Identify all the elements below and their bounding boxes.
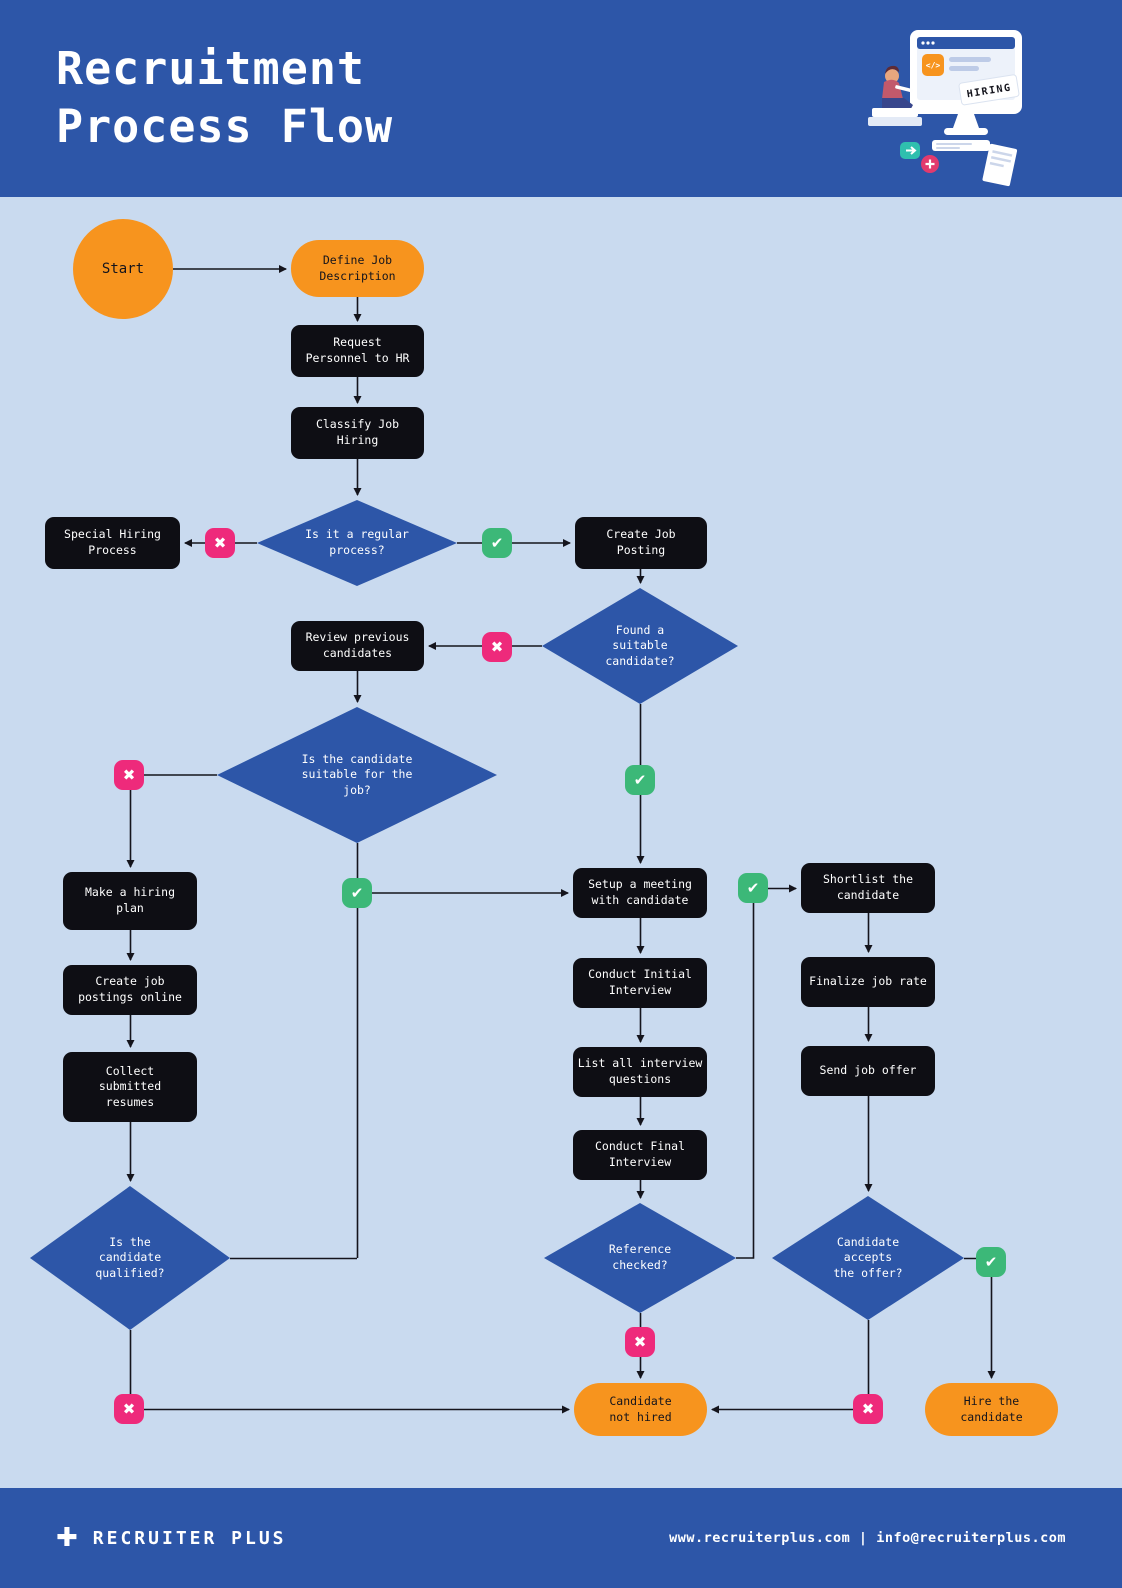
yes-icon: ✔ <box>342 878 372 908</box>
node-label: Found a suitable candidate? <box>605 622 675 668</box>
node-label: Define Job Description <box>319 252 396 283</box>
node-label: Special Hiring Process <box>64 527 161 557</box>
node-label: Collect submitted resumes <box>98 1063 162 1109</box>
header: Recruitment Process Flow </> HIRING <box>0 0 1122 197</box>
yes-icon: ✔ <box>738 873 768 903</box>
no-icon: ✖ <box>114 760 144 790</box>
footer-brand-name: RECRUITER PLUS <box>92 1527 287 1549</box>
node-collect-submitted-resumes: Collect submitted resumes <box>63 1052 197 1122</box>
node-label: Hire the candidate <box>960 1393 1023 1424</box>
node-label: Create job postings online <box>78 974 182 1004</box>
node-label: Classify Job Hiring <box>315 417 400 447</box>
hiring-illustration: </> HIRING <box>868 30 1022 187</box>
node-label: Candidate accepts the offer? <box>833 1234 903 1280</box>
node-send-job-offer: Send job offer <box>801 1046 935 1096</box>
person-illustration <box>882 65 914 114</box>
node-label: Make a hiring plan <box>84 885 175 915</box>
node-label: Review previous candidates <box>305 630 410 660</box>
code-icon: </> <box>926 61 941 70</box>
node-list-interview-questions: List all interview questions <box>573 1047 707 1097</box>
node-request-personnel: Request Personnel to HR <box>291 325 424 377</box>
node-label: Request Personnel to HR <box>305 335 410 365</box>
no-icon: ✖ <box>205 528 235 558</box>
yes-icon: ✔ <box>976 1247 1006 1277</box>
node-label: Send job offer <box>819 1063 917 1078</box>
decision-reference-checked: Reference checked? <box>544 1203 736 1313</box>
decision-candidate-qualified: Is the candidate qualified? <box>30 1186 230 1330</box>
yes-icon: ✔ <box>625 765 655 795</box>
decision-candidate-accepts-offer: Candidate accepts the offer? <box>772 1196 964 1320</box>
node-special-hiring-process: Special Hiring Process <box>45 517 180 569</box>
node-label: Shortlist the candidate <box>822 872 913 902</box>
decision-regular-process: Is it a regular process? <box>257 500 457 586</box>
node-conduct-final-interview: Conduct Final Interview <box>573 1130 707 1180</box>
no-icon: ✖ <box>853 1394 883 1424</box>
node-label: List all interview questions <box>577 1056 703 1086</box>
node-define-job-description: Define Job Description <box>291 240 424 297</box>
node-review-previous-candidates: Review previous candidates <box>291 621 424 671</box>
node-make-hiring-plan: Make a hiring plan <box>63 872 197 930</box>
node-label: Finalize job rate <box>809 974 927 989</box>
node-shortlist-candidate: Shortlist the candidate <box>801 863 935 913</box>
connector-accepts-nothired <box>711 1320 870 1414</box>
hiring-card: HIRING <box>958 74 1020 106</box>
connector-reference-shortlist <box>736 884 797 1259</box>
node-candidate-not-hired: Candidate not hired <box>574 1383 707 1436</box>
node-label: Create Job Posting <box>606 527 676 557</box>
node-create-job-postings-online: Create job postings online <box>63 965 197 1015</box>
connector-qualified-nothired <box>129 1330 570 1414</box>
node-create-job-posting: Create Job Posting <box>575 517 707 569</box>
footer-contact: www.recruiterplus.com | info@recruiterpl… <box>669 1530 1066 1546</box>
page-title: Recruitment Process Flow <box>56 42 394 153</box>
plus-logo-icon: ✚ <box>56 1523 81 1553</box>
node-label: Start <box>101 260 145 277</box>
node-label: Is it a regular process? <box>305 527 409 557</box>
node-label: Conduct Final Interview <box>594 1139 685 1169</box>
receipt-illustration <box>982 143 1018 187</box>
yes-icon: ✔ <box>482 528 512 558</box>
node-label: Candidate not hired <box>609 1393 672 1424</box>
connector-suitable-hiringplan <box>126 774 217 868</box>
node-classify-job-hiring: Classify Job Hiring <box>291 407 424 459</box>
decision-found-candidate: Found a suitable candidate? <box>542 588 738 704</box>
node-label: Reference checked? <box>608 1242 672 1272</box>
node-conduct-initial-interview: Conduct Initial Interview <box>573 958 707 1008</box>
books-stack-2 <box>868 117 922 126</box>
node-setup-meeting: Setup a meeting with candidate <box>573 868 707 918</box>
no-icon: ✖ <box>114 1394 144 1424</box>
node-start: Start <box>73 219 173 319</box>
footer-brand: ✚ RECRUITER PLUS <box>56 1525 287 1551</box>
footer: ✚ RECRUITER PLUS www.recruiterplus.com |… <box>0 1488 1122 1588</box>
keyboard-icon <box>932 140 990 151</box>
no-icon: ✖ <box>625 1327 655 1357</box>
books-stack <box>872 108 918 117</box>
node-label: Setup a meeting with candidate <box>588 877 692 907</box>
node-finalize-job-rate: Finalize job rate <box>801 957 935 1007</box>
node-hire-candidate: Hire the candidate <box>925 1383 1058 1436</box>
decision-candidate-suitable: Is the candidate suitable for the job? <box>217 707 497 843</box>
no-icon: ✖ <box>482 632 512 662</box>
node-label: Conduct Initial Interview <box>588 967 692 997</box>
action-buttons <box>900 142 939 173</box>
node-label: Is the candidate suitable for the job? <box>301 751 413 797</box>
node-label: Is the candidate qualified? <box>95 1234 165 1280</box>
